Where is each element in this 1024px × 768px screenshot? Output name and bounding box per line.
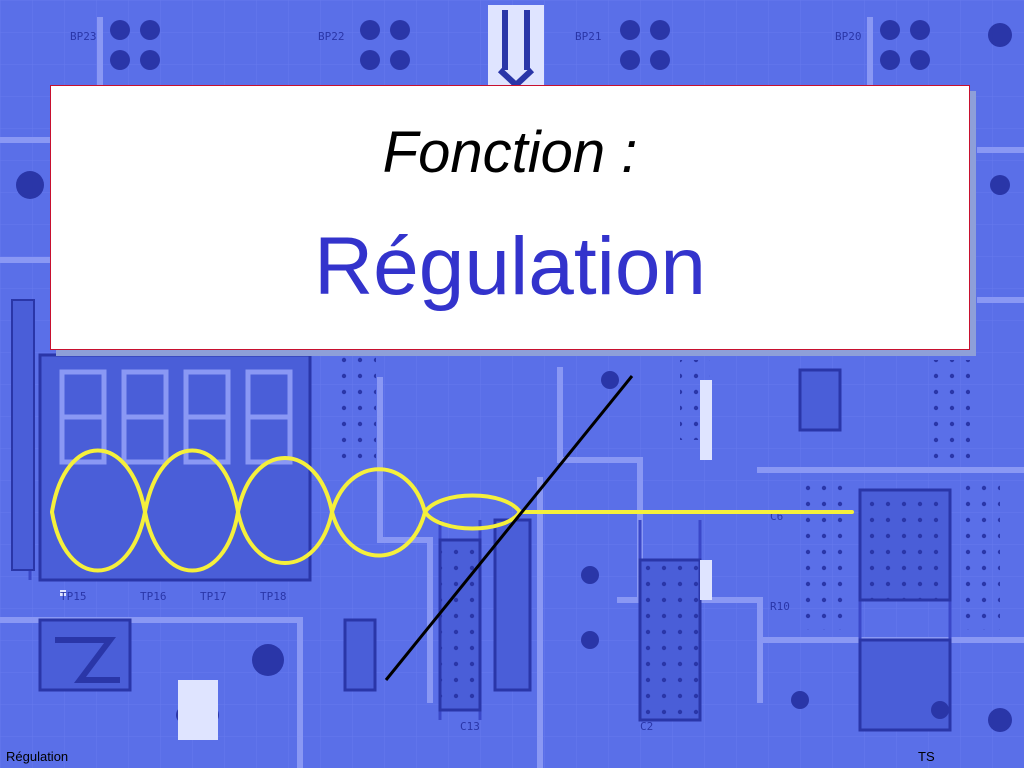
footer-left-label: Régulation [6, 749, 69, 764]
slide-subtitle: Fonction : [382, 120, 638, 185]
svg-text:TP18: TP18 [260, 590, 287, 603]
svg-text:C13: C13 [460, 720, 480, 733]
svg-text:TP16: TP16 [140, 590, 167, 603]
svg-text:BP20: BP20 [835, 30, 862, 43]
svg-text:BP21: BP21 [575, 30, 602, 43]
svg-text:C6: C6 [770, 510, 783, 523]
title-box: Fonction : Régulation [50, 85, 970, 350]
svg-text:C2: C2 [640, 720, 653, 733]
svg-text:TP17: TP17 [200, 590, 227, 603]
svg-text:TP15: TP15 [60, 590, 87, 603]
slide-title: Régulation [313, 221, 707, 312]
svg-text:BP23: BP23 [70, 30, 97, 43]
svg-text:BP22: BP22 [318, 30, 345, 43]
svg-text:R10: R10 [770, 600, 790, 613]
footer-right-label: TS [918, 749, 935, 764]
